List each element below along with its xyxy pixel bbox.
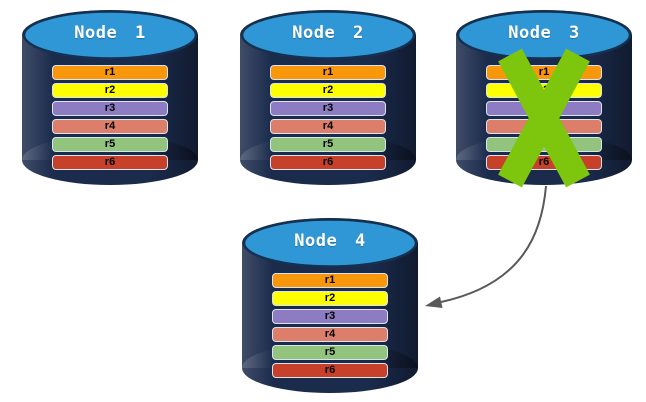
record-row: r3 <box>52 101 168 116</box>
record-row: r5 <box>52 137 168 152</box>
record-row: r6 <box>52 155 168 170</box>
record-row: r3 <box>272 309 388 324</box>
node-2: Node 2 r1 r2 r3 r4 r5 r6 <box>238 2 418 188</box>
node-1: Node 1 r1 r2 r3 r4 r5 r6 <box>20 2 200 188</box>
node-4: Node 4 r1 r2 r3 r4 r5 r6 <box>240 210 420 396</box>
record-row: r5 <box>270 137 386 152</box>
record-row: r1 <box>272 273 388 288</box>
record-row: r4 <box>272 327 388 342</box>
record-row: r3 <box>270 101 386 116</box>
record-row: r4 <box>52 119 168 134</box>
record-row: r6 <box>272 363 388 378</box>
record-row: r2 <box>272 291 388 306</box>
record-row: r1 <box>52 65 168 80</box>
failure-x-icon <box>498 48 590 188</box>
record-row: r2 <box>270 83 386 98</box>
node-title: Node 1 <box>74 23 146 43</box>
record-row: r4 <box>270 119 386 134</box>
node-title: Node 3 <box>508 23 580 43</box>
record-list: r1 r2 r3 r4 r5 r6 <box>52 65 168 173</box>
record-list: r1 r2 r3 r4 r5 r6 <box>270 65 386 173</box>
record-row: r5 <box>272 345 388 360</box>
node-title: Node 4 <box>294 231 366 251</box>
record-row: r6 <box>270 155 386 170</box>
record-row: r2 <box>52 83 168 98</box>
node-3: Node 3 r1 r2 r3 r4 r5 r6 <box>454 2 634 188</box>
node-title: Node 2 <box>292 23 364 43</box>
record-row: r1 <box>270 65 386 80</box>
record-list: r1 r2 r3 r4 r5 r6 <box>272 273 388 381</box>
